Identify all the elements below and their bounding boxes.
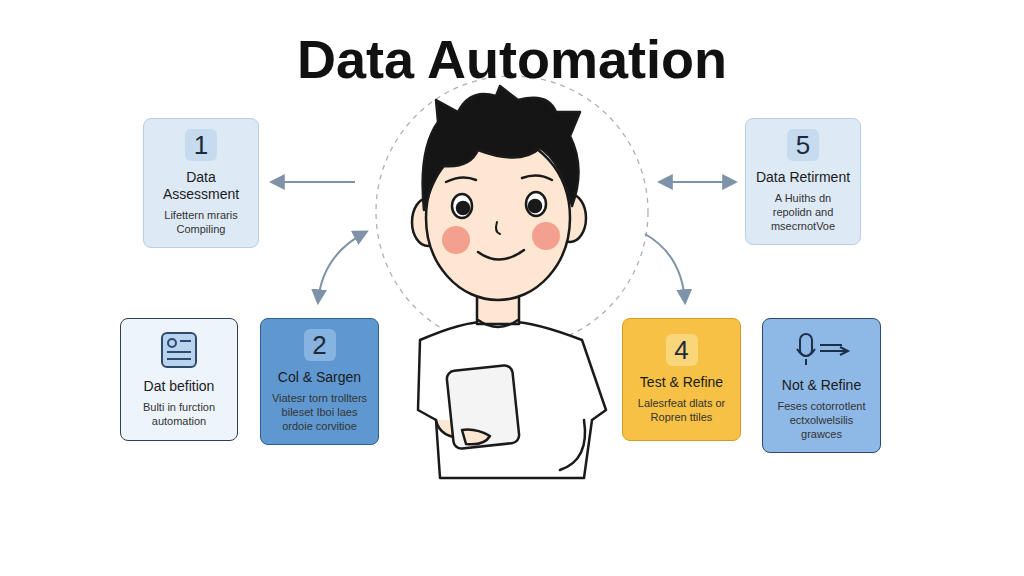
step-icon bbox=[159, 330, 199, 370]
step-description: Bulti in furction automation bbox=[129, 401, 229, 429]
step-heading: Data Retirment bbox=[756, 169, 850, 186]
step-heading: Data Assessment bbox=[152, 169, 250, 203]
process-box: 1Data AssessmentLifettern mraris Compili… bbox=[143, 118, 259, 248]
step-description: A Huiths dn repolidn and msecrnotVoe bbox=[754, 192, 852, 233]
step-number: 5 bbox=[787, 129, 819, 161]
step-heading: Col & Sargen bbox=[278, 369, 361, 386]
step-number: 2 bbox=[304, 329, 336, 361]
curved-arrow bbox=[645, 234, 685, 302]
step-description: Viatesr torn trollters bileset Iboi laes… bbox=[269, 392, 370, 433]
diagram-title: Data Automation bbox=[0, 28, 1024, 90]
step-description: Lalesrfeat dlats or Ropren ttiles bbox=[631, 397, 732, 425]
process-box: Dat befitionBulti in furction automation bbox=[120, 318, 238, 441]
step-description: Lifettern mraris Compiling bbox=[152, 209, 250, 237]
step-heading: Not & Refine bbox=[782, 377, 861, 394]
character bbox=[412, 86, 606, 478]
process-box: 4Test & RefineLalesrfeat dlats or Ropren… bbox=[622, 318, 741, 441]
step-description: Feses cotorrotlent ectxolwelsilis grawce… bbox=[771, 400, 872, 441]
process-box: 5Data Retirment A Huiths dn repolidn and … bbox=[745, 118, 861, 245]
right-arrow bbox=[660, 181, 735, 183]
left-arrow bbox=[272, 181, 355, 183]
dashed-ring bbox=[376, 76, 648, 348]
step-icon bbox=[792, 329, 852, 369]
step-heading: Dat befition bbox=[144, 378, 215, 395]
curved-arrow bbox=[318, 232, 366, 302]
step-number: 1 bbox=[185, 129, 217, 161]
step-heading: Test & Refine bbox=[640, 374, 723, 391]
process-box: 2Col & SargenViatesr torn trollters bile… bbox=[260, 318, 379, 445]
step-number: 4 bbox=[666, 334, 698, 366]
process-box: Not & RefineFeses cotorrotlent ectxolwel… bbox=[762, 318, 881, 453]
